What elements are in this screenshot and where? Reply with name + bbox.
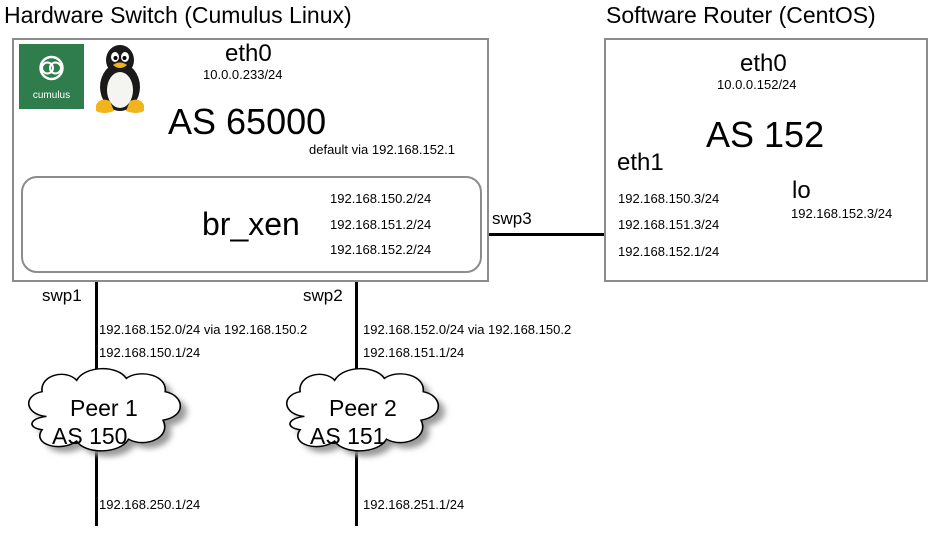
cumulus-logo-text: cumulus — [32, 90, 71, 101]
swp1-label: swp1 — [42, 286, 82, 305]
switch-title: Hardware Switch (Cumulus Linux) — [4, 2, 352, 28]
switch-eth0-label: eth0 — [225, 40, 272, 67]
router-eth1-ip: 192.168.150.3/24 — [618, 191, 720, 206]
peer1-downlink-ip: 192.168.250.1/24 — [99, 497, 201, 512]
bridge-box — [21, 176, 482, 273]
peer1-name: Peer 1 — [70, 395, 138, 421]
bridge-ip: 192.168.151.2/24 — [330, 217, 432, 232]
router-eth0-ip: 10.0.0.152/24 — [717, 77, 797, 92]
peer2-downlink-ip: 192.168.251.1/24 — [363, 497, 465, 512]
router-eth1-label: eth1 — [617, 149, 664, 176]
link-swp3 — [488, 233, 606, 236]
router-eth1-ip: 192.168.151.3/24 — [618, 217, 720, 232]
link-swp2 — [355, 281, 358, 383]
peer2-route: 192.168.152.0/24 via 192.168.150.2 — [363, 322, 572, 337]
switch-default-route: default via 192.168.152.1 — [309, 142, 456, 157]
peer2-as: AS 151 — [310, 423, 386, 449]
cumulus-logo-icon: cumulus — [19, 44, 84, 109]
peer2-uplink-ip: 192.168.151.1/24 — [363, 345, 465, 360]
switch-as: AS 65000 — [168, 101, 327, 142]
router-eth0-label: eth0 — [740, 50, 787, 77]
router-lo-label: lo — [792, 177, 811, 204]
link-peer1-down — [95, 450, 98, 526]
switch-eth0-ip: 10.0.0.233/24 — [203, 67, 283, 82]
router-title: Software Router (CentOS) — [606, 2, 876, 28]
software-router-box — [604, 38, 928, 282]
peer2-name: Peer 2 — [329, 395, 397, 421]
router-eth1-ip: 192.168.152.1/24 — [618, 244, 720, 259]
peer1-route: 192.168.152.0/24 via 192.168.150.2 — [99, 322, 308, 337]
peer1-uplink-ip: 192.168.150.1/24 — [99, 345, 201, 360]
router-as: AS 152 — [706, 114, 825, 155]
bridge-ip: 192.168.150.2/24 — [330, 191, 432, 206]
swp3-label: swp3 — [492, 209, 532, 228]
peer1-as: AS 150 — [52, 423, 128, 449]
swp2-label: swp2 — [303, 286, 343, 305]
bridge-name: br_xen — [202, 206, 300, 242]
link-peer2-down — [355, 450, 358, 526]
bridge-ip: 192.168.152.2/24 — [330, 242, 432, 257]
link-swp1 — [95, 281, 98, 383]
router-lo-ip: 192.168.152.3/24 — [791, 206, 893, 221]
